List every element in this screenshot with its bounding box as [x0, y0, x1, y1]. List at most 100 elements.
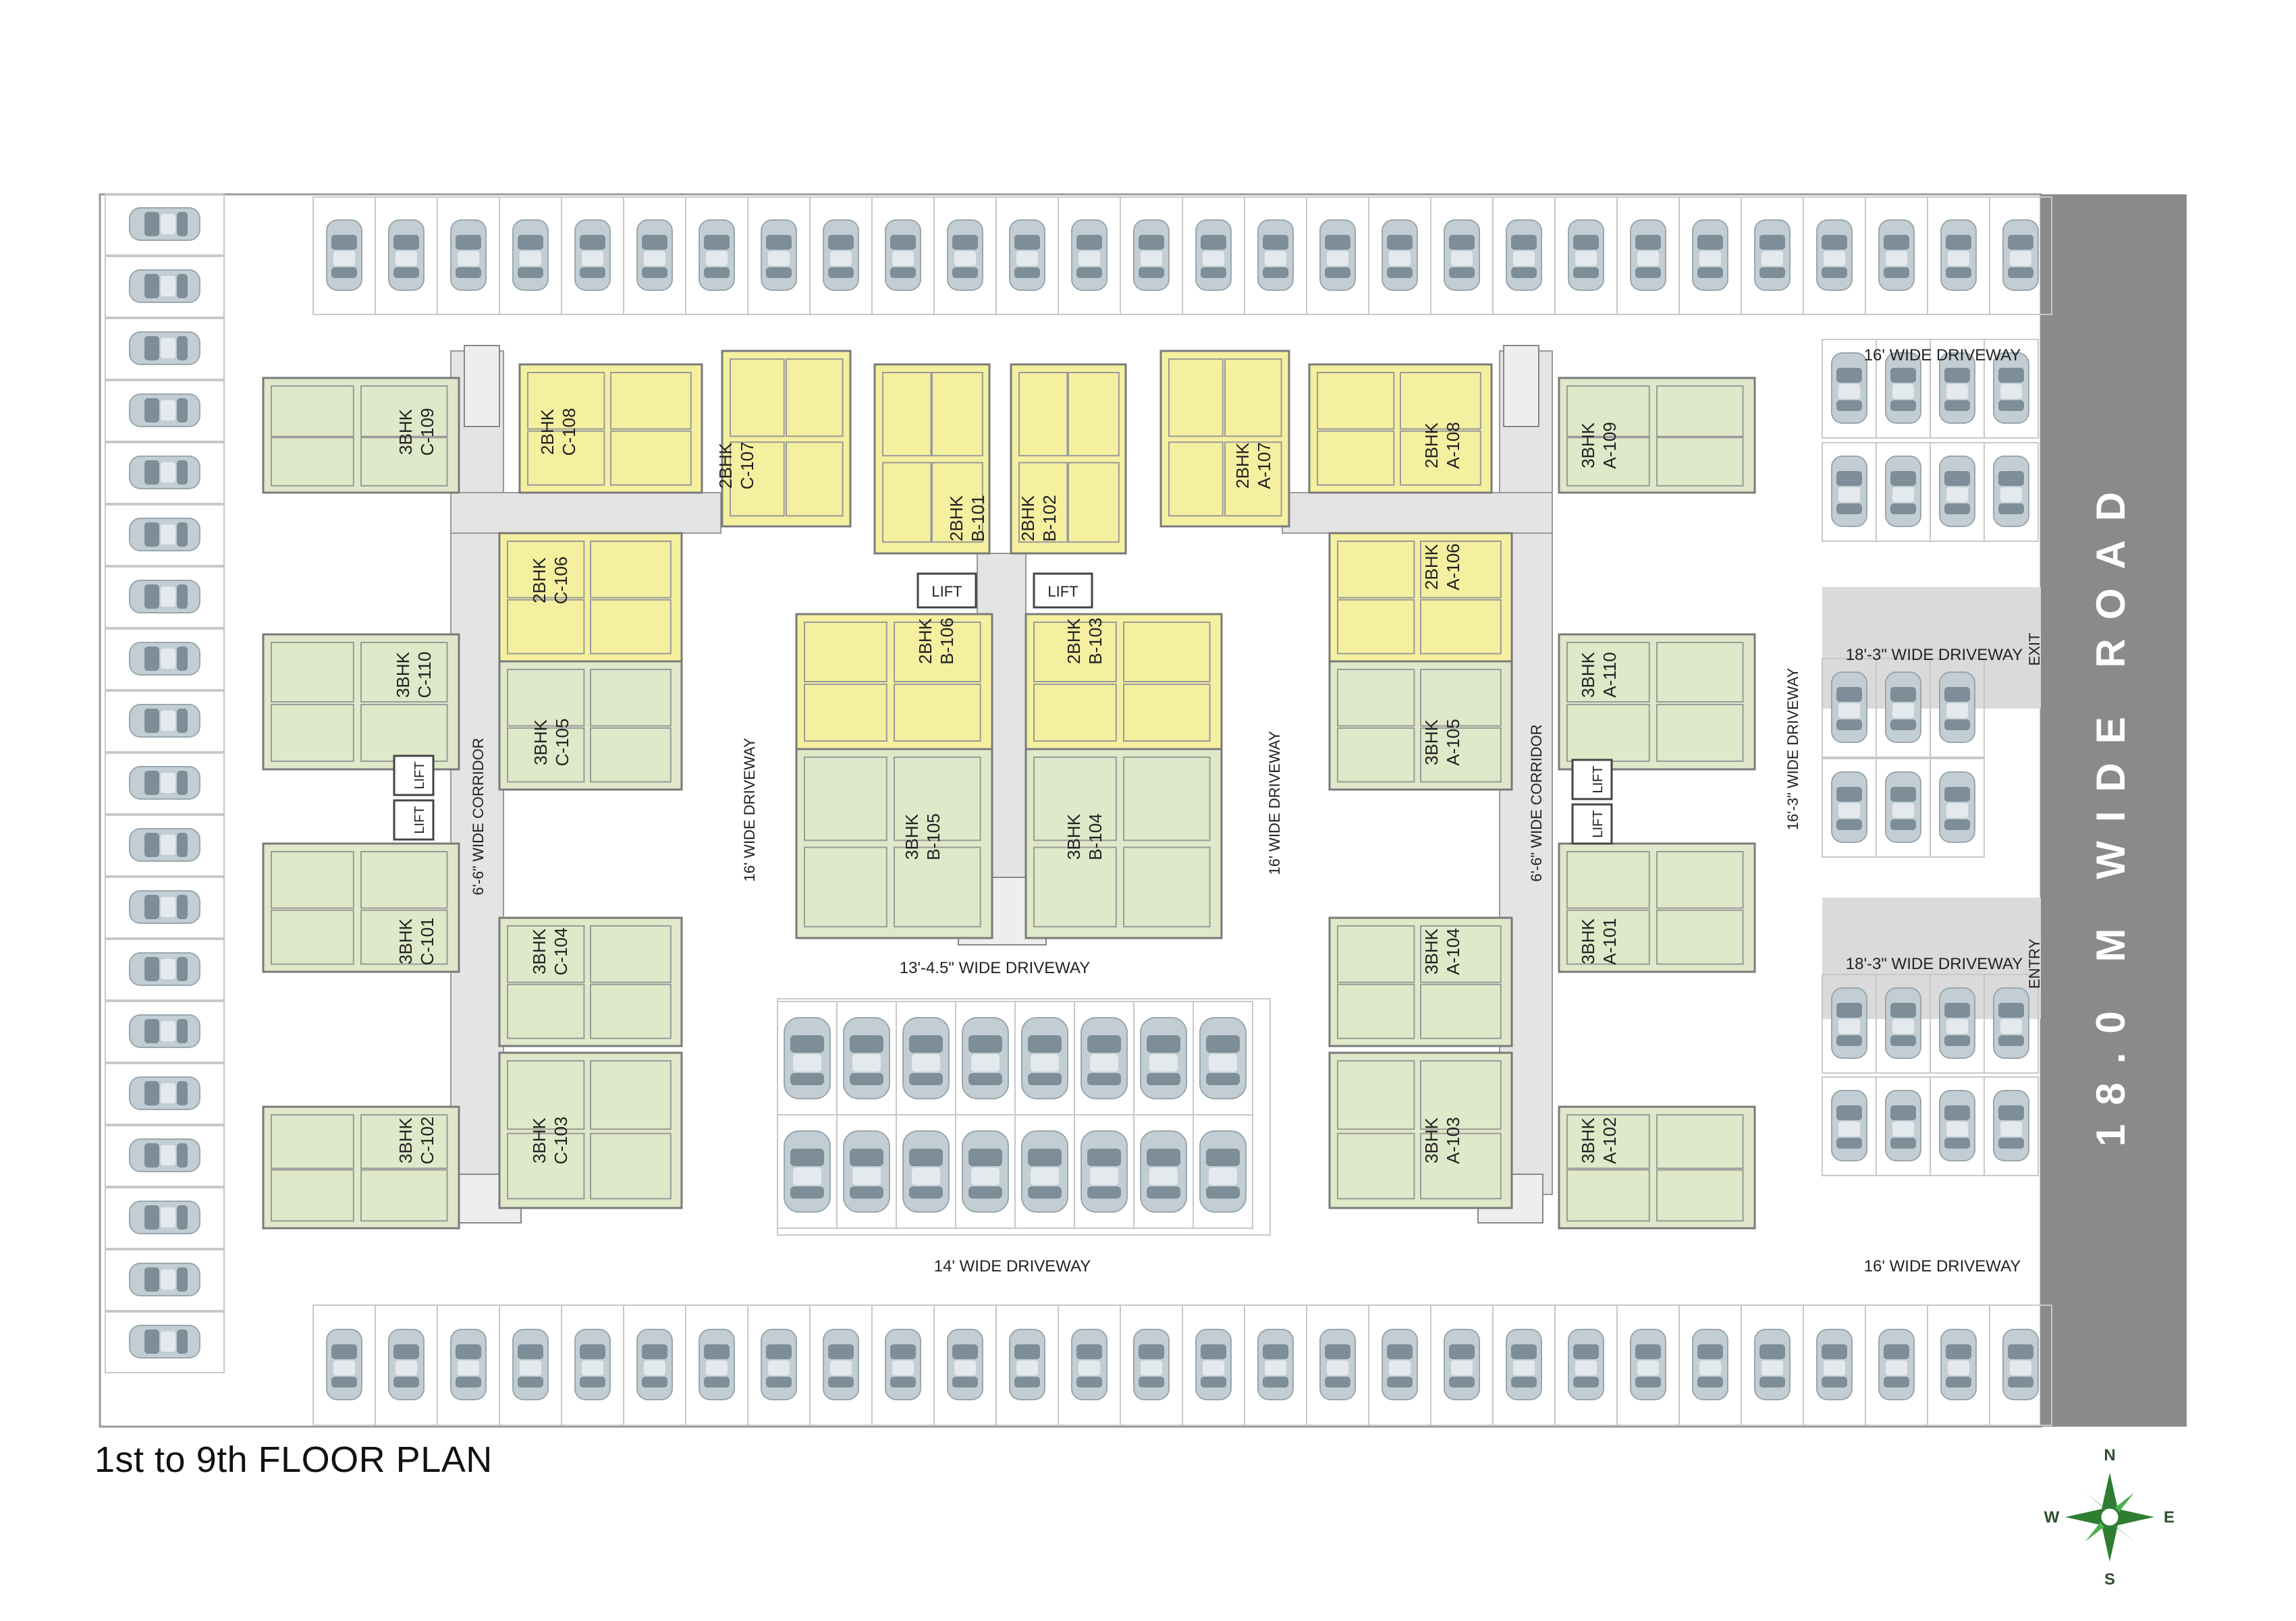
- car-icon: [636, 219, 673, 291]
- parking-bay: [1930, 658, 1985, 758]
- car-icon: [1568, 219, 1604, 291]
- parking-space: [129, 393, 200, 427]
- parking-space: [636, 1329, 673, 1400]
- car-icon: [574, 1329, 611, 1400]
- parking-space: [129, 207, 200, 241]
- car-icon: [129, 1138, 200, 1172]
- parking-space: [129, 1201, 200, 1234]
- car-icon: [1754, 1329, 1791, 1400]
- parking-space: [1692, 219, 1728, 291]
- parking-space: [1885, 671, 1921, 743]
- parking-space: [1939, 1090, 1975, 1161]
- car-icon: [129, 331, 200, 365]
- parking-space: [129, 331, 200, 365]
- parking-space: [885, 1329, 921, 1400]
- unit-type: 2BHK: [1421, 422, 1442, 468]
- car-icon: [129, 207, 200, 241]
- unit-id: B-101: [968, 495, 988, 541]
- lift-left-1: LIFT: [393, 754, 435, 796]
- parking-bay: [105, 1311, 225, 1373]
- parking-space: [2002, 1329, 2039, 1400]
- parking-bay: [1984, 339, 2039, 439]
- unit-type: 3BHK: [529, 1117, 549, 1163]
- car-icon: [1630, 219, 1666, 291]
- parking-space: [1993, 1090, 2029, 1161]
- car-icon: [326, 219, 362, 291]
- parking-space: [1568, 1329, 1604, 1400]
- parking-space: [1993, 456, 2029, 527]
- car-icon: [129, 1014, 200, 1048]
- parking-space: [129, 890, 200, 924]
- parking-bay: [105, 566, 225, 628]
- parking-bay: [105, 504, 225, 566]
- lift-right-2: LIFT: [1571, 803, 1613, 845]
- car-icon: [1319, 1329, 1356, 1400]
- unit-type: 2BHK: [537, 408, 557, 455]
- car-icon: [1993, 456, 2029, 527]
- parking-space: [129, 1014, 200, 1048]
- unit-type: 3BHK: [902, 813, 922, 860]
- parking-bay: [105, 256, 225, 318]
- car-icon: [1195, 1329, 1232, 1400]
- car-icon: [1885, 1090, 1921, 1161]
- car-icon: [129, 580, 200, 613]
- lift-right-1: LIFT: [1571, 759, 1613, 800]
- car-icon: [843, 1130, 890, 1213]
- car-icon: [574, 219, 611, 291]
- car-icon: [1199, 1017, 1247, 1099]
- parking-left: [105, 194, 225, 1373]
- parking-bay: [105, 939, 225, 1001]
- car-icon: [784, 1017, 831, 1099]
- compass-s: S: [2104, 1570, 2115, 1589]
- parking-space: [1885, 771, 1921, 843]
- parking-space: [1195, 1329, 1232, 1400]
- parking-space: [1081, 1130, 1128, 1213]
- lift-center-1: LIFT: [917, 572, 977, 609]
- unit-type: 3BHK: [1578, 651, 1598, 698]
- parking-space: [1939, 771, 1975, 843]
- car-icon: [2002, 219, 2039, 291]
- parking-space: [1831, 352, 1867, 424]
- parking-space: [450, 219, 487, 291]
- car-icon: [1195, 219, 1232, 291]
- parking-space: [1071, 219, 1108, 291]
- parking-space: [1009, 219, 1045, 291]
- parking-space: [962, 1017, 1009, 1099]
- parking-right: [1822, 339, 2039, 1176]
- parking-space: [129, 456, 200, 489]
- parking-space: [1878, 1329, 1915, 1400]
- parking-space: [699, 219, 735, 291]
- parking-space: [823, 219, 859, 291]
- lift-center-2: LIFT: [1033, 572, 1093, 609]
- parking-space: [1319, 219, 1356, 291]
- unit-id: C-104: [551, 928, 571, 976]
- parking-bottom: [312, 1304, 2052, 1426]
- parking-space: [947, 219, 983, 291]
- parking-space: [885, 219, 921, 291]
- parking-space: [823, 1329, 859, 1400]
- parking-space: [1831, 771, 1867, 843]
- car-icon: [1831, 671, 1867, 743]
- entry-label: ENTRY: [2026, 939, 2043, 989]
- unit-id: A-110: [1600, 652, 1620, 697]
- corridor-left-label: 6'-6" WIDE CORRIDOR: [470, 738, 487, 895]
- car-icon: [1816, 1329, 1853, 1400]
- unit-id: C-101: [417, 918, 437, 966]
- driveway-bottom-right: 16' WIDE DRIVEWAY: [1864, 1257, 2021, 1275]
- lift-label: LIFT: [931, 583, 962, 600]
- car-icon: [1993, 987, 2029, 1059]
- car-icon: [1021, 1017, 1068, 1099]
- car-icon: [962, 1130, 1009, 1213]
- car-icon: [699, 1329, 735, 1400]
- car-icon: [1506, 219, 1542, 291]
- car-icon: [1630, 1329, 1666, 1400]
- unit-type: 3BHK: [395, 1117, 416, 1163]
- parking-space: [129, 269, 200, 303]
